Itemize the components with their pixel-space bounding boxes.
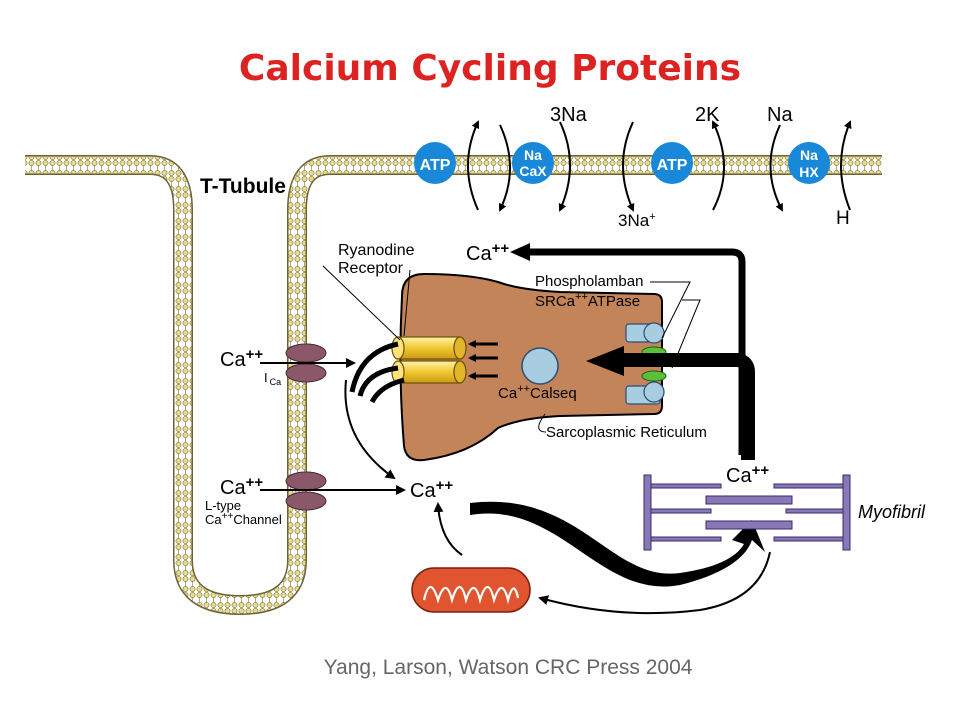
calsequestrin: [521, 347, 559, 385]
serca-pump: [625, 322, 665, 405]
ryanodine-receptor-label-2: Receptor: [338, 260, 404, 277]
svg-text:ATP: ATP: [657, 157, 688, 174]
phospholamban-label: Phospholamban: [535, 273, 643, 290]
myofibril-to-mito-arrow: [538, 551, 771, 615]
svg-text:ATP: ATP: [420, 157, 451, 174]
ltype-label-1: L-type: [205, 498, 241, 513]
ryr-release-curves: [344, 341, 405, 480]
calseq-label: Ca++Calseq: [498, 383, 577, 402]
svg-text:CaX: CaX: [519, 163, 547, 179]
mito-to-ca-arrow: [433, 502, 463, 556]
ion-na-label: Na: [767, 104, 793, 126]
ryanodine-receptor-label: Ryanodine: [338, 242, 415, 259]
page-title: Calcium Cycling Proteins: [238, 48, 742, 89]
svg-text:Na: Na: [524, 147, 542, 163]
nhx-exchanger: Na HX: [788, 142, 830, 184]
ncx-exchanger: Na CaX: [512, 142, 554, 184]
svg-text:Na: Na: [800, 147, 818, 163]
ca-to-myofibril-arrow: [470, 501, 765, 587]
sarcolemma-membrane: [25, 155, 882, 616]
ion-2k-label: 2K: [695, 104, 720, 126]
citation: Yang, Larson, Watson CRC Press 2004: [323, 656, 693, 679]
serca-label: SRCa++ATPase: [535, 291, 640, 310]
ca-release-arrows: [468, 340, 498, 380]
atp-pump-1: ATP: [414, 142, 456, 184]
ltype-label-2: Ca++Channel: [205, 511, 282, 527]
ion-h-label: H: [836, 208, 850, 229]
sr-label: Sarcoplasmic Reticulum: [546, 424, 707, 441]
myofibril: [643, 474, 851, 551]
mitochondrion: [411, 567, 531, 613]
sr-uptake-path: [510, 243, 755, 460]
ca-ica-label: Ca++: [220, 346, 263, 371]
ryanodine-receptor: [391, 336, 467, 384]
ion-3na-out-label: 3Na+: [618, 211, 656, 230]
myofibril-label: Myofibril: [858, 502, 926, 522]
leader-lines: [322, 265, 701, 433]
t-tubule-label: T-Tubule: [200, 175, 286, 198]
ion-3na-label: 3Na: [550, 104, 588, 126]
l-type-channel-lower: [285, 471, 327, 511]
ca-uptake-label: Ca++: [466, 240, 509, 265]
ca-ltype-label: Ca++: [220, 474, 263, 499]
ca-myofibril-label: Ca++: [726, 462, 769, 487]
atp-pump-2: ATP: [651, 142, 693, 184]
ca-cytosol-label: Ca++: [410, 477, 453, 502]
svg-text:HX: HX: [799, 164, 819, 180]
membrane-transport-arrows: [467, 120, 852, 212]
